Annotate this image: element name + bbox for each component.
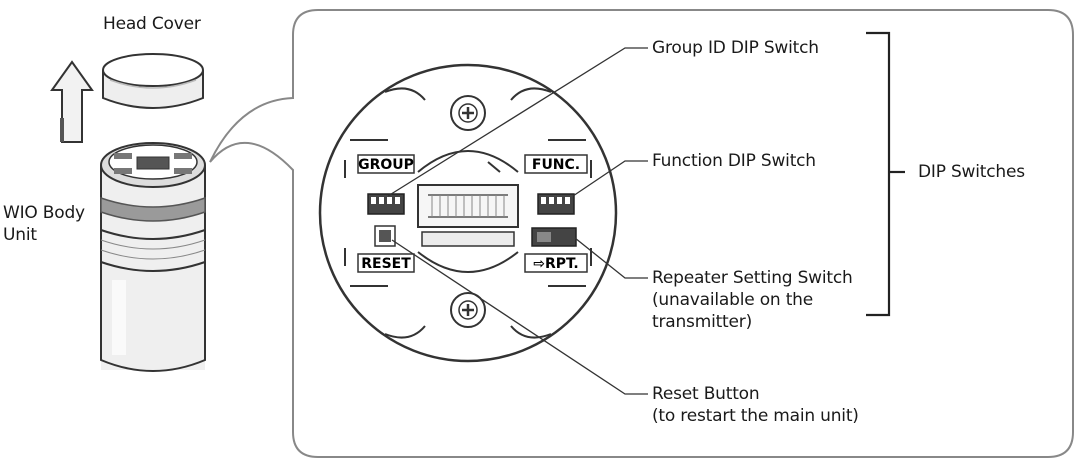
reset-button-icon: [374, 225, 396, 247]
lift-arrow-icon: [50, 60, 94, 143]
top-screw-icon: [450, 95, 486, 131]
repeater-label-line3: transmitter): [652, 312, 752, 332]
dip-switches-bracket: [866, 31, 905, 317]
leader-lines: [387, 47, 648, 395]
head-cover-shape: [102, 53, 204, 109]
repeater-label: Repeater Setting Switch (unavailable on …: [652, 267, 853, 333]
reset-button-label-line2: (to restart the main unit): [652, 406, 859, 426]
rpt-mark: ⇨RPT.: [533, 256, 579, 272]
repeater-label-line1: Repeater Setting Switch: [652, 268, 853, 288]
repeater-switch-icon: [531, 227, 577, 247]
group-dip-switch-icon: [367, 193, 405, 215]
function-dip-label: Function DIP Switch: [652, 151, 816, 171]
dip-switches-label: DIP Switches: [918, 162, 1025, 182]
func-mark: FUNC.: [532, 157, 580, 173]
body-unit-label-line2: Unit: [3, 225, 37, 245]
reset-button-label-line1: Reset Button: [652, 384, 760, 404]
group-mark: GROUP: [358, 157, 414, 173]
callout-bubble: [209, 9, 1074, 458]
body-unit-label-line1: WIO Body: [3, 203, 85, 223]
function-dip-switch-icon: [537, 193, 575, 215]
group-id-dip-label: Group ID DIP Switch: [652, 38, 819, 58]
control-panel: GROUP FUNC. RESET ⇨RPT.: [318, 63, 618, 363]
body-unit-shape: [100, 142, 206, 372]
body-unit-label: WIO Body Unit: [3, 202, 85, 246]
reset-button-label: Reset Button (to restart the main unit): [652, 383, 859, 427]
head-cover-label: Head Cover: [103, 14, 201, 34]
repeater-label-line2: (unavailable on the: [652, 290, 813, 310]
bottom-screw-icon: [450, 292, 486, 328]
reset-mark: RESET: [361, 256, 411, 272]
